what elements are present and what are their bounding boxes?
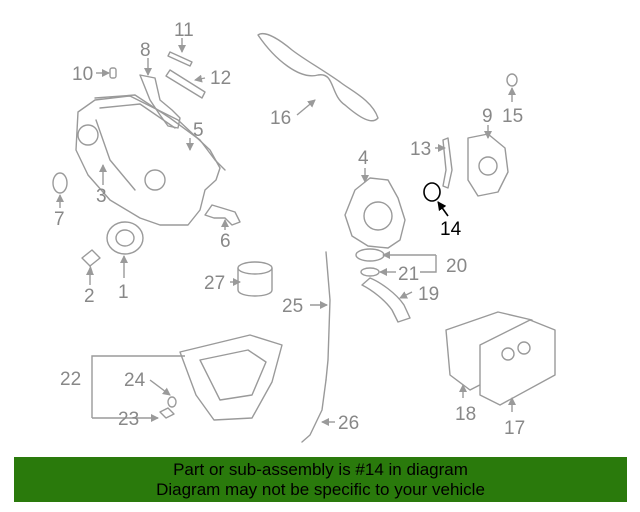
label-15: 15 [502, 106, 523, 127]
part-11-strip [167, 51, 193, 67]
label-21: 21 [398, 264, 419, 285]
part-6-bracket [204, 204, 241, 226]
part-15-oring [506, 73, 518, 87]
part-24-washer [167, 396, 177, 408]
leaders [56, 38, 516, 426]
part-2-bolt [81, 249, 101, 273]
label-11: 11 [174, 20, 194, 41]
label-8: 8 [140, 40, 151, 61]
label-6: 6 [220, 231, 231, 252]
parts-diagram: 11 8 10 12 16 5 3 7 6 4 9 15 13 14 1 2 2… [52, 20, 556, 443]
part-22-oil-pan [179, 334, 283, 421]
label-25: 25 [282, 296, 303, 317]
label-4: 4 [358, 148, 369, 169]
label-3: 3 [96, 186, 107, 207]
part-5-gasket [94, 94, 226, 171]
label-19: 19 [418, 284, 439, 305]
part-12-strip [165, 69, 206, 99]
label-12: 12 [210, 68, 231, 89]
part-23-bolt [159, 407, 175, 419]
label-26: 26 [338, 413, 359, 434]
part-25-dipstick [325, 251, 331, 381]
label-18: 18 [455, 404, 476, 425]
part-17-valve-cover [479, 319, 556, 406]
part-20-cap [355, 248, 385, 262]
label-27: 27 [204, 273, 225, 294]
part-4-cam-cover [344, 177, 406, 249]
label-5: 5 [193, 120, 204, 141]
label-13: 13 [410, 139, 431, 160]
label-20: 20 [446, 256, 467, 277]
label-1: 1 [118, 282, 129, 303]
part-21-oring [360, 267, 380, 277]
banner-line-2: Diagram may not be specific to your vehi… [156, 480, 485, 499]
part-10-pin [109, 67, 117, 79]
label-16: 16 [270, 108, 291, 129]
part-19-pipe [361, 277, 411, 323]
label-23: 23 [118, 409, 139, 430]
part-14-oring [423, 182, 441, 202]
label-14: 14 [440, 219, 462, 240]
label-7: 7 [54, 209, 65, 230]
part-27-oil-filter [237, 261, 273, 297]
part-labels: 11 8 10 12 16 5 3 7 6 4 9 15 13 14 1 2 2… [54, 20, 525, 439]
label-17: 17 [504, 418, 525, 439]
part-7-seal [52, 172, 68, 194]
label-2: 2 [84, 286, 95, 307]
label-22: 22 [60, 369, 81, 390]
part-8-bracket [139, 74, 181, 129]
part-1-pulley [106, 221, 144, 255]
label-24: 24 [124, 370, 146, 391]
banner-line-1: Part or sub-assembly is #14 in diagram [173, 460, 468, 479]
label-9: 9 [482, 106, 493, 127]
label-10: 10 [72, 64, 93, 85]
part-16-timing-belt [257, 33, 379, 122]
part-13-seal [442, 137, 453, 189]
info-banner: Part or sub-assembly is #14 in diagram D… [14, 457, 627, 502]
part-26-dipstick-tube [301, 379, 327, 443]
part-9-cover [467, 133, 509, 197]
